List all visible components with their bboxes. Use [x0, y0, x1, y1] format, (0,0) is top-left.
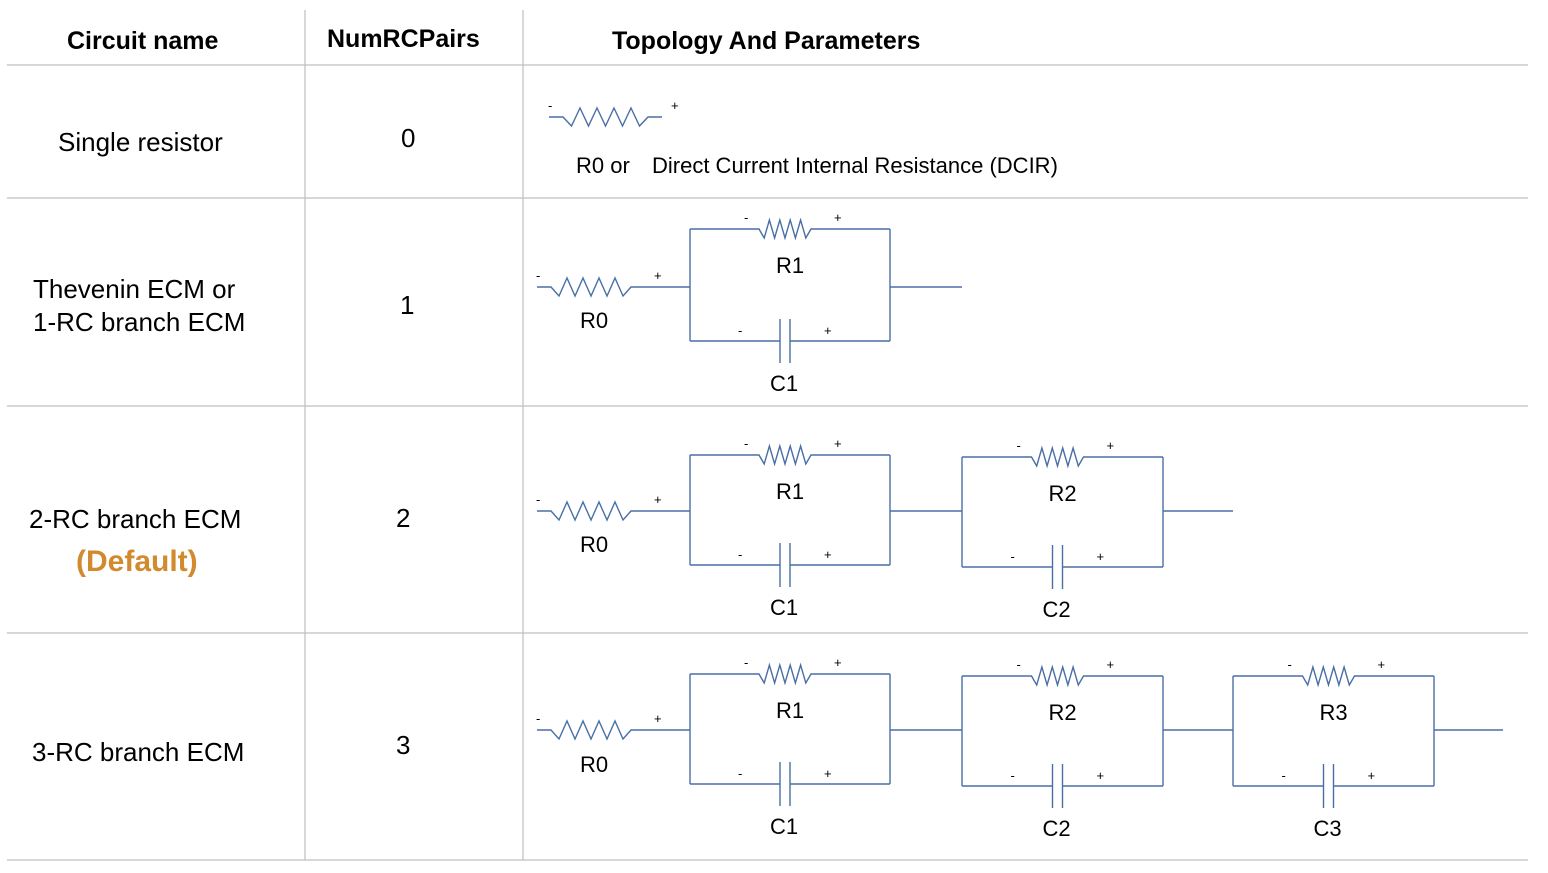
capacitor-label: C1 — [770, 371, 798, 396]
row-1-name-line2: 1-RC branch ECM — [33, 307, 246, 337]
resistor — [537, 276, 645, 298]
plus-sign: + — [824, 766, 832, 781]
resistor-label: R0 — [580, 752, 608, 777]
resistor-label: R0 — [580, 532, 608, 557]
default-label: (Default) — [76, 545, 198, 578]
resistor-label: R3 — [1320, 700, 1348, 725]
plus-sign: + — [654, 711, 662, 726]
plus-sign: + — [671, 98, 679, 113]
resistor-label: R1 — [776, 253, 804, 278]
plus-sign: + — [834, 210, 842, 225]
resistor — [745, 662, 825, 686]
plus-sign: + — [834, 655, 842, 670]
resistor — [1017, 445, 1098, 469]
plus-sign: + — [824, 323, 832, 338]
minus-sign: - — [738, 547, 742, 562]
resistor — [1017, 664, 1098, 688]
resistor-label: R1 — [776, 479, 804, 504]
minus-sign: - — [1282, 768, 1286, 783]
capacitor-label: C1 — [770, 814, 798, 839]
plus-sign: + — [1107, 438, 1115, 453]
plus-sign: + — [654, 492, 662, 507]
r0-or-label: R0 or — [576, 153, 630, 178]
capacitor-label: C3 — [1314, 816, 1342, 841]
minus-sign: - — [738, 766, 742, 781]
minus-sign: - — [536, 711, 540, 726]
minus-sign: - — [1017, 657, 1021, 672]
dcir-label: Direct Current Internal Resistance (DCIR… — [652, 153, 1058, 178]
minus-sign: - — [1011, 549, 1015, 564]
resistor — [745, 217, 825, 241]
plus-sign: + — [1107, 657, 1115, 672]
resistor — [549, 106, 662, 128]
resistor-label: R2 — [1049, 481, 1077, 506]
capacitor-label: C1 — [770, 595, 798, 620]
resistor — [1288, 664, 1369, 688]
resistor-label: R2 — [1049, 700, 1077, 725]
row-2-name: 2-RC branch ECM — [29, 504, 242, 534]
resistor — [537, 500, 645, 522]
header-topology: Topology And Parameters — [612, 27, 921, 55]
resistor — [537, 719, 645, 741]
capacitor-label: C2 — [1043, 597, 1071, 622]
minus-sign: - — [1011, 768, 1015, 783]
header-circuit-name: Circuit name — [67, 27, 219, 55]
plus-sign: + — [1378, 657, 1386, 672]
plus-sign: + — [834, 436, 842, 451]
minus-sign: - — [1017, 438, 1021, 453]
minus-sign: - — [1288, 657, 1292, 672]
plus-sign: + — [824, 547, 832, 562]
minus-sign: - — [738, 323, 742, 338]
plus-sign: + — [1097, 768, 1105, 783]
resistor-label: R0 — [580, 308, 608, 333]
minus-sign: - — [744, 210, 748, 225]
resistor-label: R1 — [776, 698, 804, 723]
header-num-rc-pairs: NumRCPairs — [327, 25, 480, 53]
plus-sign: + — [1097, 549, 1105, 564]
minus-sign: - — [536, 268, 540, 283]
row-0-name: Single resistor — [58, 127, 223, 157]
row-2-num: 2 — [396, 503, 411, 533]
row-1-num: 1 — [400, 290, 415, 320]
minus-sign: - — [548, 98, 552, 113]
plus-sign: + — [1368, 768, 1376, 783]
minus-sign: - — [744, 436, 748, 451]
row-3-name: 3-RC branch ECM — [32, 737, 245, 767]
row-3-num: 3 — [396, 730, 411, 760]
row-0-num: 0 — [401, 123, 416, 153]
capacitor-label: C2 — [1043, 816, 1071, 841]
row-1-name-line1: Thevenin ECM or — [33, 274, 236, 304]
resistor — [745, 443, 825, 467]
minus-sign: - — [536, 492, 540, 507]
minus-sign: - — [744, 655, 748, 670]
plus-sign: + — [654, 268, 662, 283]
